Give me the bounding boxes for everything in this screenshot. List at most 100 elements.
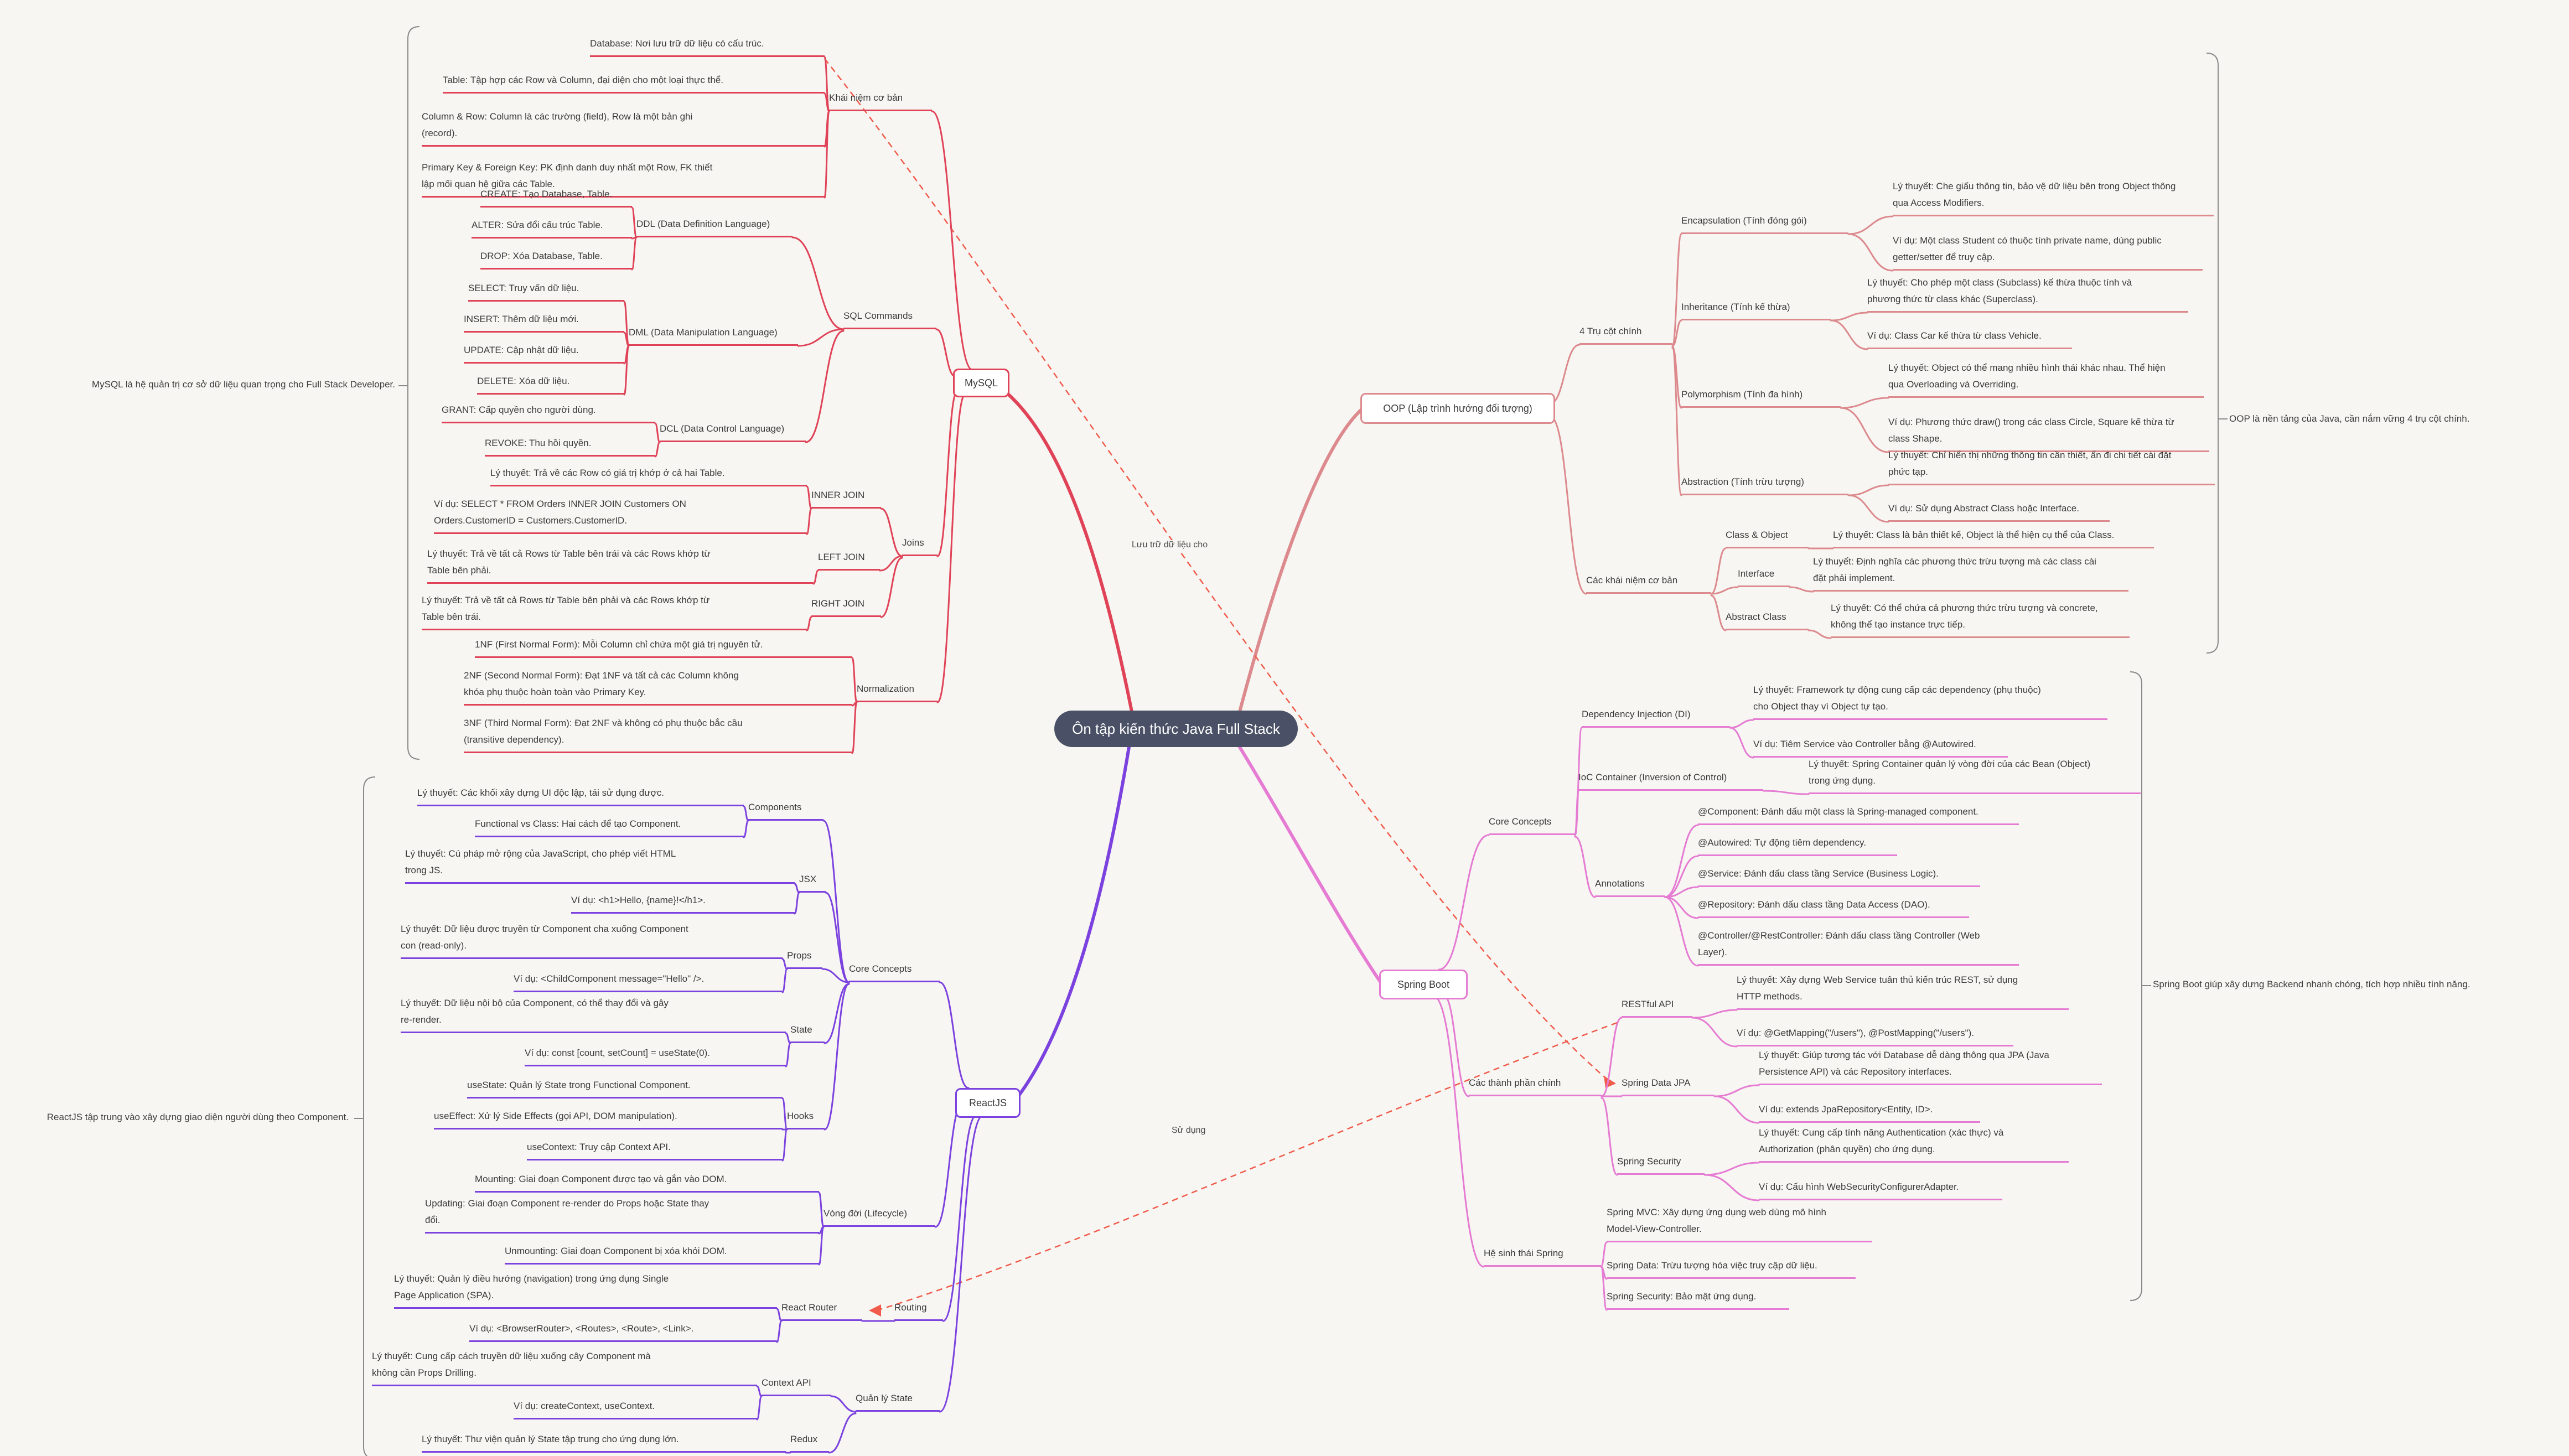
leaf-left-theory[interactable]: Lý thuyết: Trả về tất cả Rows từ Table b…: [427, 546, 814, 584]
label-dml[interactable]: DML (Data Manipulation Language): [629, 324, 798, 346]
leaf-controller[interactable]: @Controller/@RestController: Đánh dấu cl…: [1698, 928, 2019, 966]
leaf-jpa-theory[interactable]: Lý thuyết: Giúp tương tác với Database d…: [1759, 1047, 2102, 1085]
label-spring-ecosystem[interactable]: Hệ sinh thái Spring: [1484, 1245, 1601, 1267]
leaf-inner-theory[interactable]: Lý thuyết: Trả về các Row có giá trị khớ…: [490, 465, 807, 486]
relation-label-use[interactable]: Sử dụng: [1169, 1126, 1209, 1136]
label-class-object[interactable]: Class & Object: [1726, 527, 1809, 548]
leaf-jpa-example[interactable]: Ví dụ: extends JpaRepository<Entity, ID>…: [1759, 1101, 1980, 1123]
leaf-context-example[interactable]: Ví dụ: createContext, useContext.: [514, 1398, 757, 1419]
label-lifecycle[interactable]: Vòng đời (Lifecycle): [823, 1205, 935, 1227]
leaf-usecontext[interactable]: useContext: Truy cập Context API.: [527, 1139, 783, 1160]
leaf-props-example[interactable]: Ví dụ: <ChildComponent message="Hello" /…: [514, 971, 783, 992]
label-joins[interactable]: Joins: [902, 535, 938, 556]
label-polymorphism[interactable]: Polymorphism (Tính đa hình): [1681, 386, 1841, 408]
leaf-grant[interactable]: GRANT: Cấp quyền cho người dùng.: [442, 402, 655, 423]
leaf-revoke[interactable]: REVOKE: Thu hồi quyền.: [485, 435, 655, 457]
leaf-1nf[interactable]: 1NF (First Normal Form): Mỗi Column chỉ …: [475, 636, 852, 658]
leaf-spring-security-eco[interactable]: Spring Security: Bảo mật ứng dụng.: [1607, 1288, 1789, 1310]
label-spring-security[interactable]: Spring Security: [1617, 1153, 1705, 1175]
label-redux[interactable]: Redux: [790, 1431, 829, 1453]
label-context-api[interactable]: Context API: [762, 1375, 831, 1396]
leaf-poly-example[interactable]: Ví dụ: Phương thức draw() trong các clas…: [1888, 414, 2209, 452]
leaf-restful-example[interactable]: Ví dụ: @GetMapping("/users"), @PostMappi…: [1737, 1025, 2013, 1046]
label-hooks[interactable]: Hooks: [787, 1108, 825, 1129]
leaf-mysql-column-row[interactable]: Column & Row: Column là các trường (fiel…: [422, 108, 825, 147]
leaf-jsx-theory[interactable]: Lý thuyết: Cú pháp mở rộng của JavaScrip…: [405, 846, 795, 884]
label-react-core[interactable]: Core Concepts: [849, 961, 940, 982]
label-di[interactable]: Dependency Injection (DI): [1582, 706, 1730, 728]
leaf-di-example[interactable]: Ví dụ: Tiêm Service vào Controller bằng …: [1753, 736, 2008, 758]
label-inheritance[interactable]: Inheritance (Tính kế thừa): [1681, 299, 1831, 320]
label-annotations[interactable]: Annotations: [1595, 875, 1665, 897]
label-sql-commands[interactable]: SQL Commands: [843, 308, 936, 329]
leaf-update[interactable]: UPDATE: Cập nhật dữ liệu.: [464, 342, 624, 364]
leaf-updating[interactable]: Updating: Giai đoạn Component re-render …: [425, 1195, 819, 1234]
label-right-join[interactable]: RIGHT JOIN: [811, 595, 881, 617]
leaf-alter[interactable]: ALTER: Sửa đổi cấu trúc Table.: [472, 217, 632, 239]
leaf-mysql-table[interactable]: Table: Tập hợp các Row và Column, đại di…: [443, 72, 825, 94]
leaf-unmounting[interactable]: Unmounting: Giai đoạn Component bị xóa k…: [505, 1243, 819, 1265]
relation-label-store[interactable]: Lưu trữ dữ liệu cho: [1129, 540, 1211, 550]
node-mysql[interactable]: MySQL: [953, 369, 1009, 397]
label-state[interactable]: State: [790, 1022, 825, 1043]
leaf-3nf[interactable]: 3NF (Third Normal Form): Đạt 2NF và khôn…: [464, 715, 852, 753]
leaf-jsx-example[interactable]: Ví dụ: <h1>Hello, {name}!</h1>.: [571, 892, 795, 914]
leaf-ioc-theory[interactable]: Lý thuyết: Spring Container quản lý vòng…: [1809, 756, 2141, 794]
leaf-redux-theory[interactable]: Lý thuyết: Thư viện quản lý State tập tr…: [422, 1431, 786, 1453]
label-ioc[interactable]: IoC Container (Inversion of Control): [1578, 769, 1763, 791]
leaf-inner-example[interactable]: Ví dụ: SELECT * FROM Orders INNER JOIN C…: [434, 496, 807, 534]
node-oop[interactable]: OOP (Lập trình hướng đối tượng): [1360, 393, 1555, 424]
label-inner-join[interactable]: INNER JOIN: [811, 487, 881, 509]
label-state-management[interactable]: Quản lý State: [856, 1390, 940, 1412]
label-normalization[interactable]: Normalization: [857, 681, 938, 702]
leaf-abstract-class-theory[interactable]: Lý thuyết: Có thể chứa cả phương thức tr…: [1831, 600, 2130, 638]
label-abstraction[interactable]: Abstraction (Tính trừu tượng): [1681, 474, 1848, 495]
central-topic[interactable]: Ôn tập kiến thức Java Full Stack: [1054, 711, 1298, 747]
leaf-context-theory[interactable]: Lý thuyết: Cung cấp cách truyền dữ liệu …: [372, 1348, 757, 1386]
label-dcl[interactable]: DCL (Data Control Language): [660, 421, 806, 442]
leaf-service[interactable]: @Service: Đánh dấu class tầng Service (B…: [1698, 866, 1980, 887]
leaf-class-object-theory[interactable]: Lý thuyết: Class là bản thiết kế, Object…: [1833, 527, 2154, 548]
label-spring-core[interactable]: Core Concepts: [1489, 814, 1575, 835]
leaf-router-example[interactable]: Ví dụ: <BrowserRouter>, <Routes>, <Route…: [469, 1320, 777, 1342]
label-oop-pillars[interactable]: 4 Trụ cột chính: [1579, 323, 1672, 345]
leaf-repository[interactable]: @Repository: Đánh dấu class tầng Data Ac…: [1698, 897, 1969, 918]
leaf-security-theory[interactable]: Lý thuyết: Cung cấp tính năng Authentica…: [1759, 1125, 2069, 1163]
leaf-abstraction-theory[interactable]: Lý thuyết: Chỉ hiển thị những thông tin …: [1888, 447, 2215, 485]
leaf-di-theory[interactable]: Lý thuyết: Framework tự động cung cấp cá…: [1753, 682, 2107, 720]
label-restful-api[interactable]: RESTful API: [1622, 996, 1692, 1018]
leaf-state-example[interactable]: Ví dụ: const [count, setCount] = useStat…: [525, 1045, 786, 1066]
leaf-components-func[interactable]: Functional vs Class: Hai cách để tạo Com…: [475, 816, 744, 837]
leaf-mysql-database[interactable]: Database: Nơi lưu trữ dữ liệu có cấu trú…: [590, 35, 825, 57]
node-spring-boot[interactable]: Spring Boot: [1379, 970, 1468, 999]
label-left-join[interactable]: LEFT JOIN: [818, 549, 880, 571]
leaf-components-theory[interactable]: Lý thuyết: Các khối xây dựng UI độc lập,…: [417, 785, 744, 806]
leaf-restful-theory[interactable]: Lý thuyết: Xây dựng Web Service tuân thủ…: [1737, 972, 2069, 1010]
leaf-right-theory[interactable]: Lý thuyết: Trả về tất cả Rows từ Table b…: [422, 592, 807, 630]
label-ddl[interactable]: DDL (Data Definition Language): [636, 216, 793, 237]
annotation-spring[interactable]: Spring Boot giúp xây dựng Backend nhanh …: [2153, 979, 2470, 989]
leaf-encap-example[interactable]: Ví dụ: Một class Student có thuộc tính p…: [1893, 232, 2203, 271]
leaf-security-example[interactable]: Ví dụ: Cấu hình WebSecurityConfigurerAda…: [1759, 1179, 2002, 1200]
label-components[interactable]: Components: [748, 799, 823, 821]
leaf-mounting[interactable]: Mounting: Giai đoạn Component được tạo v…: [475, 1171, 819, 1193]
leaf-2nf[interactable]: 2NF (Second Normal Form): Đạt 1NF và tất…: [464, 667, 852, 706]
leaf-select[interactable]: SELECT: Truy vấn dữ liệu.: [468, 280, 624, 302]
leaf-inherit-theory[interactable]: Lý thuyết: Cho phép một class (Subclass)…: [1867, 274, 2188, 313]
label-interface[interactable]: Interface: [1738, 566, 1790, 587]
leaf-usestate[interactable]: useState: Quản lý State trong Functional…: [467, 1077, 783, 1099]
leaf-props-theory[interactable]: Lý thuyết: Dữ liệu được truyền từ Compon…: [401, 921, 783, 959]
leaf-spring-mvc[interactable]: Spring MVC: Xây dựng ứng dụng web dùng m…: [1607, 1204, 1872, 1242]
label-abstract-class[interactable]: Abstract Class: [1726, 609, 1809, 630]
annotation-mysql[interactable]: MySQL là hệ quản trị cơ sở dữ liệu quan …: [91, 379, 395, 390]
label-react-router[interactable]: React Router: [781, 1299, 862, 1321]
leaf-inherit-example[interactable]: Ví dụ: Class Car kế thừa từ class Vehicl…: [1867, 328, 2072, 349]
leaf-abstraction-example[interactable]: Ví dụ: Sử dụng Abstract Class hoặc Inter…: [1888, 500, 2110, 522]
annotation-oop[interactable]: OOP là nền tảng của Java, cần nắm vững 4…: [2229, 413, 2470, 424]
leaf-drop[interactable]: DROP: Xóa Database, Table.: [480, 248, 632, 270]
leaf-state-theory[interactable]: Lý thuyết: Dữ liệu nội bộ của Component,…: [401, 995, 786, 1033]
label-jsx[interactable]: JSX: [799, 871, 826, 893]
label-spring-data-jpa[interactable]: Spring Data JPA: [1622, 1075, 1715, 1096]
node-reactjs[interactable]: ReactJS: [955, 1088, 1021, 1118]
label-oop-concepts[interactable]: Các khái niệm cơ bản: [1586, 572, 1711, 594]
